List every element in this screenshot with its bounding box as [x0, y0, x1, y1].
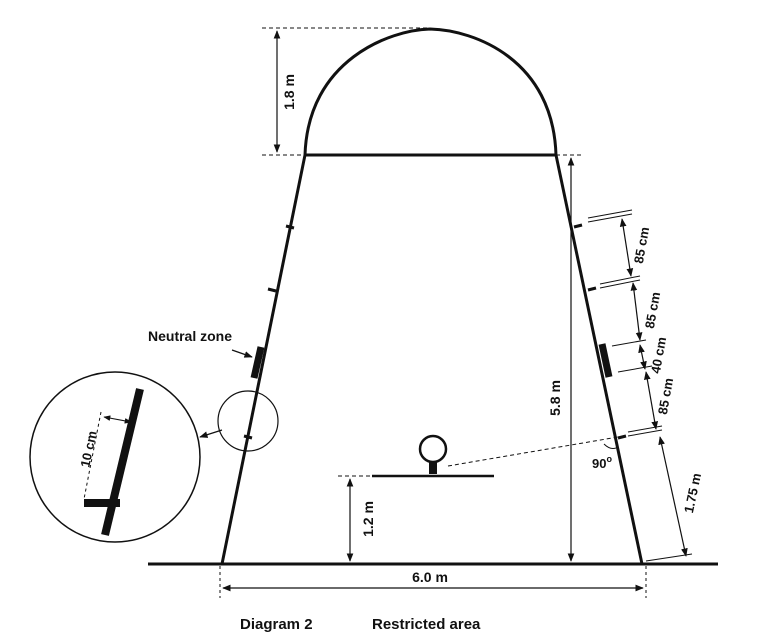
ring-height-label: 1.2 m: [360, 501, 376, 537]
left-mark-2: [267, 287, 277, 293]
right-angle-label: 90o: [592, 454, 612, 471]
spacing-top-label: 85 cm: [631, 226, 652, 265]
bottom-mark-height-label: 1.75 m: [681, 472, 704, 515]
ring-projection-dashed: [447, 436, 619, 467]
left-mark-3: [243, 434, 253, 440]
basket-support: [429, 461, 437, 474]
total-height-label: 5.8 m: [547, 380, 563, 416]
neutral-zone-label: Neutral zone: [148, 328, 232, 344]
base-width-label: 6.0 m: [412, 569, 448, 585]
magnify-circle: [217, 390, 279, 452]
right-angle-arc: [603, 443, 617, 449]
detail-side-line: [101, 388, 144, 536]
detail-offset-arrow: [103, 415, 132, 424]
bottom-mark-arrow: [658, 436, 688, 557]
spacing-lower-label: 85 cm: [655, 377, 676, 416]
detail-offset-dashed: [83, 411, 102, 500]
spacing-middle-arrow: [630, 282, 643, 341]
right-mark-3: [617, 434, 627, 440]
arc-height-label: 1.8 m: [281, 74, 297, 110]
basket-ring: [418, 434, 448, 464]
left-side-line: [220, 154, 307, 565]
magnify-leader: [199, 429, 223, 438]
detail-circle: [29, 371, 201, 543]
spacing-middle-label: 85 cm: [642, 291, 663, 330]
right-mark-2: [587, 286, 597, 292]
spacing-lower-arrow: [643, 371, 659, 430]
neutral-zone-length-label: 40 cm: [648, 336, 669, 375]
neutral-zone-arrow: [638, 344, 647, 370]
left-neutral-zone-block: [250, 346, 265, 379]
neutral-zone-leader: [231, 349, 253, 358]
right-neutral-zone-block: [598, 343, 613, 378]
right-mark-1: [573, 223, 583, 229]
caption-title: Restricted area: [372, 616, 481, 633]
caption-number: Diagram 2: [240, 616, 313, 633]
top-semicircle: [303, 27, 558, 156]
left-mark-1: [285, 224, 295, 230]
detail-offset-label: 10 cm: [77, 429, 99, 468]
spacing-top-arrow: [619, 218, 634, 277]
